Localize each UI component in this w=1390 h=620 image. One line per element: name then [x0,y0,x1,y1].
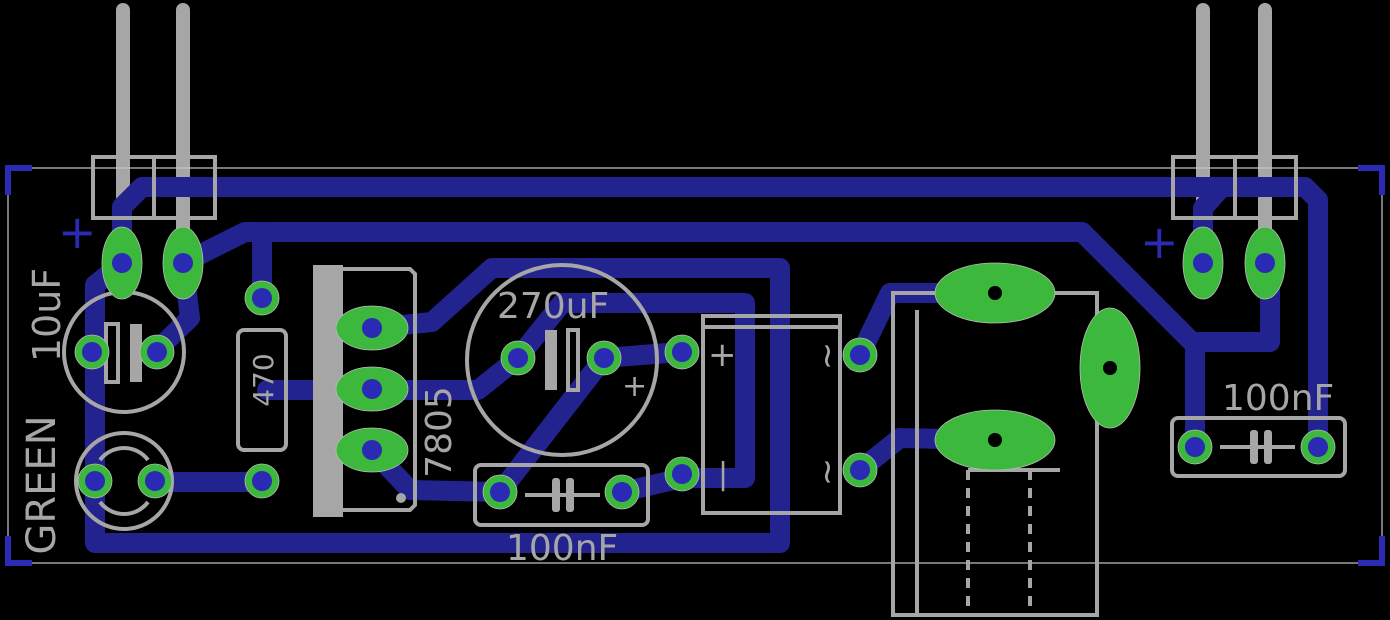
drill-hole [988,433,1002,447]
pad [335,305,409,351]
pad [1244,226,1286,300]
drill-hole [362,440,382,460]
trace-ground-loop [85,253,790,553]
plus-mark-right: + [1140,215,1179,269]
pad [934,262,1056,324]
pad [586,340,622,376]
pad [1177,429,1213,465]
pad [137,463,173,499]
resistor-outline [236,328,288,452]
pad [1182,226,1224,300]
pad [139,334,175,370]
pad [244,280,280,316]
drill-hole [850,345,870,365]
bridge-plus-mark: + [708,335,737,375]
header-right-outline [1171,155,1298,220]
drill-hole [112,253,132,273]
label-regulator-7805: 7805 [419,386,460,478]
pad [604,474,640,510]
capacitor-100nf-a-outline [473,463,650,527]
trace-second-rail [173,222,1280,352]
drill-hole [850,460,870,480]
pad [335,366,409,412]
pad [1300,429,1336,465]
pad [500,340,536,376]
pad [664,334,700,370]
pad [74,334,110,370]
drill-hole [672,464,692,484]
pad [934,409,1056,471]
pads [74,226,1336,510]
pad [101,226,143,300]
capacitor-100nf-b-outline [1170,416,1347,478]
header-pins [116,3,1272,257]
capacitor-10uf-outline [62,290,186,414]
drill-hole [173,253,193,273]
capacitor-270uf-outline [465,263,659,457]
drill-hole [1103,361,1117,375]
drill-hole [85,471,105,491]
bridge-rectifier-outline [701,314,842,515]
pad [335,427,409,473]
label-270uf: 270uF [497,286,609,327]
pad [664,456,700,492]
pad [842,452,878,488]
drill-hole [362,379,382,399]
drill-hole [672,342,692,362]
drill-hole [147,342,167,362]
drill-hole [612,482,632,502]
drill-hole [252,471,272,491]
label-100nf-a: 100nF [506,528,618,569]
bridge-ac-mark-1: ~ [807,342,847,371]
regulator-outline [313,265,417,517]
label-10uf: 10uF [25,268,69,362]
drill-hole [1185,437,1205,457]
drill-hole [1308,437,1328,457]
drill-hole [145,471,165,491]
drill-hole [594,348,614,368]
drill-hole [490,482,510,502]
drill-hole [1193,253,1213,273]
drill-hole [508,348,528,368]
drill-hole [1255,253,1275,273]
pad [162,226,204,300]
pad [842,337,878,373]
plus-mark-270uf: + [622,369,647,404]
label-led-green: GREEN [19,415,65,554]
bridge-ac-mark-2: ~ [807,458,847,487]
label-resistor-470: 470 [247,353,280,406]
pad [482,474,518,510]
pad [244,463,280,499]
header-left-outline [91,155,217,220]
drill-hole [252,288,272,308]
label-100nf-b: 100nF [1222,378,1334,419]
drill-hole [988,286,1002,300]
silkscreen [62,155,1347,617]
pad [1079,307,1141,429]
drill-hole [82,342,102,362]
drill-hole [362,318,382,338]
pad [77,463,113,499]
board-outline [7,167,1383,564]
plus-mark-left: + [58,205,97,259]
corner-marks [5,165,1385,566]
bridge-minus-mark: | [718,457,728,492]
